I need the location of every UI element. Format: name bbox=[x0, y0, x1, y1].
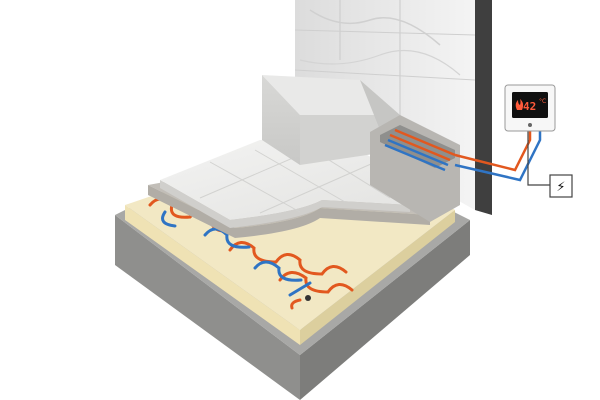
cold-wire bbox=[454, 130, 542, 182]
wall-cutaway bbox=[370, 115, 460, 222]
cold-pipe-loops bbox=[161, 210, 312, 297]
wiring bbox=[454, 130, 550, 186]
thermostat-unit: °C bbox=[539, 98, 546, 105]
hot-wire bbox=[454, 130, 532, 172]
thermostat-display bbox=[512, 92, 548, 118]
thermostat-button bbox=[528, 123, 532, 127]
power-icon: ⚡ bbox=[556, 180, 565, 195]
thermostat: 42 °C bbox=[504, 84, 556, 132]
power-box: ⚡ bbox=[549, 174, 573, 198]
heating-pipes bbox=[148, 197, 354, 310]
power-wire bbox=[527, 130, 550, 186]
thermostat-temperature: 42 bbox=[523, 100, 536, 113]
marble-step bbox=[262, 75, 400, 165]
pipe-manifold bbox=[290, 298, 302, 310]
flame-icon bbox=[515, 99, 524, 110]
